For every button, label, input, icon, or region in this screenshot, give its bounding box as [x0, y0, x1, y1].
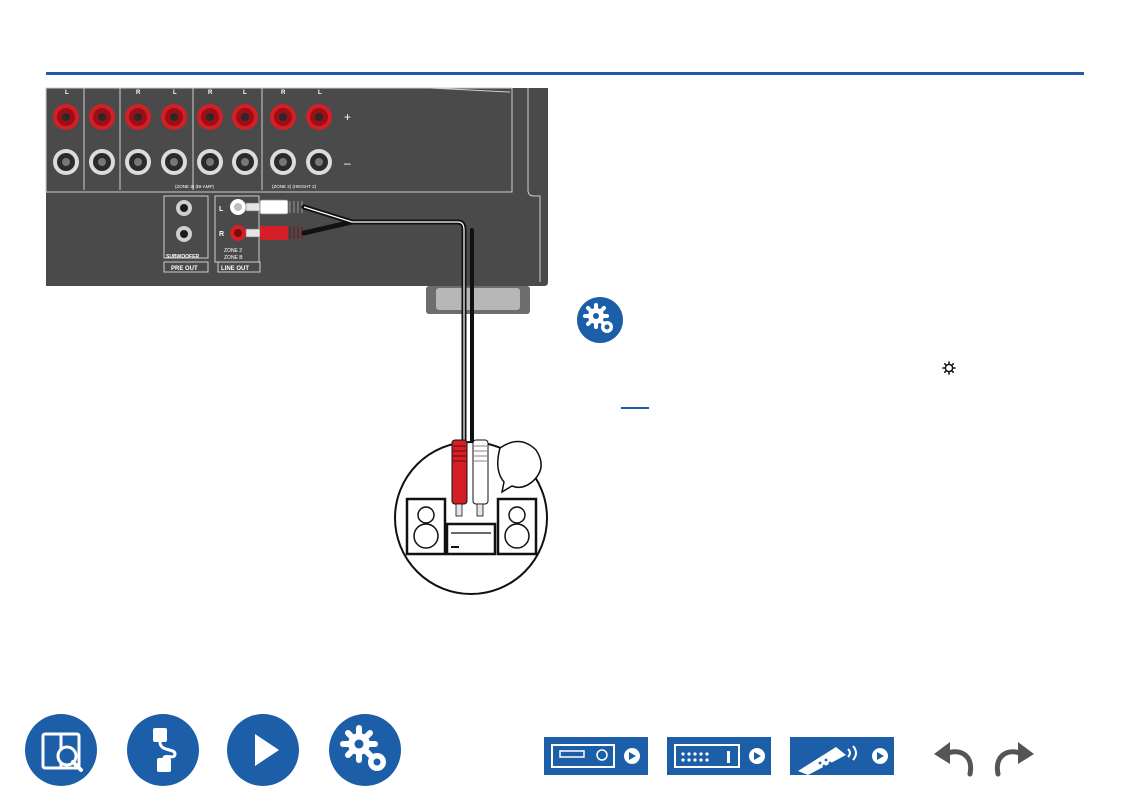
terminal-dividers [83, 88, 263, 190]
gear-icon [941, 360, 957, 376]
remote-button[interactable] [790, 737, 894, 775]
speech-bubble-icon [497, 440, 542, 494]
rear-panel-button[interactable] [667, 737, 771, 775]
setup-button[interactable] [329, 714, 401, 786]
subwoofer-label: SUBWOOFER [166, 254, 199, 260]
settings-gears-icon [340, 725, 386, 771]
zone2-biamp-label: (ZONE 2) (BI-AMP) [175, 184, 215, 189]
rca-plug-red-zoom [451, 439, 468, 517]
channel-label: R [136, 90, 141, 96]
redo-arrow-icon [994, 742, 1034, 777]
minus-sign: – [344, 156, 351, 170]
positive-terminals [53, 104, 332, 130]
speaker-terminal-frame [45, 87, 513, 193]
play-icon [255, 734, 279, 766]
front-panel-button[interactable] [544, 737, 648, 775]
playback-button[interactable] [227, 714, 299, 786]
front-panel-icon [551, 744, 640, 768]
negative-terminals [53, 149, 332, 175]
header-rule [46, 72, 1084, 75]
pre-out-label: PRE OUT [171, 266, 198, 272]
channel-label: R [208, 90, 213, 96]
channel-label: L [243, 90, 247, 96]
page-reference-link[interactable] [621, 407, 649, 409]
undo-arrow-icon [934, 742, 974, 777]
remote-controller-icon [798, 745, 888, 775]
rca-plug-white-zoom [472, 439, 489, 517]
plus-sign: + [344, 110, 351, 124]
zone2-height2-label: (ZONE 2) (HEIGHT 2) [272, 184, 317, 189]
forward-button[interactable] [990, 736, 1038, 778]
line-out-r-label: R [219, 231, 224, 238]
rear-panel-icon [674, 744, 765, 768]
channel-label: L [173, 90, 177, 96]
channel-label: L [65, 90, 69, 96]
cable-connection-icon [153, 728, 177, 772]
back-button[interactable] [930, 736, 978, 778]
mini-stereo-system-icon [405, 497, 538, 556]
connection-diagram: L R L R L R L + – (ZONE 2) (BI-AMP) (ZON… [45, 87, 548, 595]
connections-button[interactable] [127, 714, 199, 786]
settings-gears-icon [577, 297, 623, 343]
channel-label: L [318, 90, 322, 96]
line-out-l-label: L [219, 206, 224, 213]
zone2-label: ZONE 2 [224, 248, 242, 254]
line-out-label: LINE OUT [221, 266, 249, 272]
contents-button[interactable] [25, 714, 97, 786]
channel-label: R [281, 90, 286, 96]
manual-contents-icon [41, 732, 83, 772]
zoneb-label: ZONE B [224, 255, 243, 261]
rca-plug-red [245, 226, 303, 240]
rear-panel [46, 88, 548, 286]
